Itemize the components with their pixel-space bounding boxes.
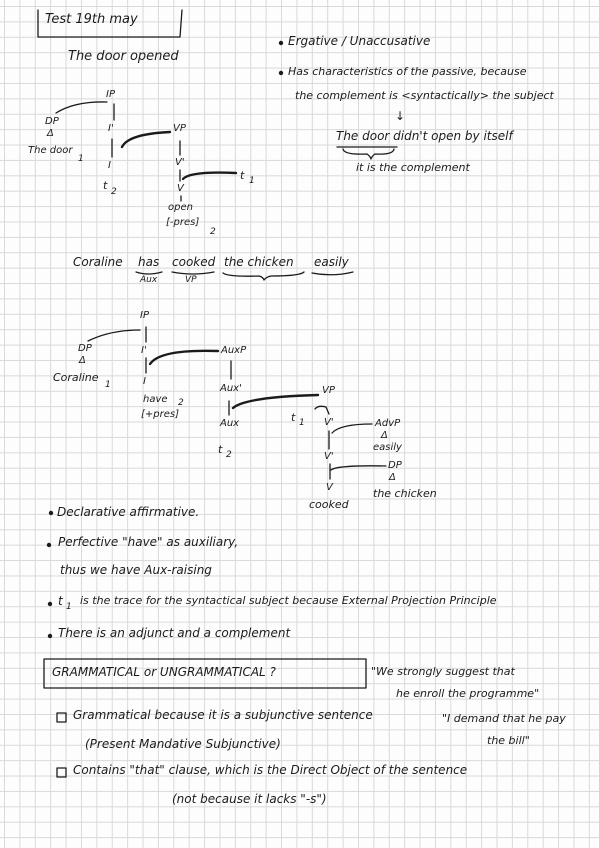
tree1-open-index: 2 — [210, 227, 216, 237]
tree2-vbar-upper: V' — [324, 417, 334, 428]
item2-line2: (not because it lacks "-s") — [172, 792, 327, 806]
bullet-adjunct: There is an adjunct and a complement — [58, 626, 291, 640]
tree2-vp: VP — [322, 385, 335, 396]
grammatical-box-title: GRAMMATICAL or UNGRAMMATICAL ? — [52, 665, 276, 679]
bullet-dot-4 — [47, 633, 53, 639]
sentence2-subject: Coraline — [73, 255, 123, 269]
bullet-dot-3 — [47, 601, 53, 607]
tree2-dp2: DP — [388, 460, 402, 471]
underline-the-chicken — [222, 271, 305, 281]
label-vp: VP — [185, 275, 197, 285]
tree1-vp: VP — [173, 123, 186, 134]
note-passive-line2: the complement is <syntactically> the su… — [295, 89, 554, 102]
item2-line1: Contains "that" clause, which is the Dir… — [73, 763, 468, 777]
tree2-the-chicken: the chicken — [373, 487, 437, 500]
bullet-perfective-line2: thus we have Aux-raising — [60, 563, 212, 577]
tree2-ibar: I' — [141, 345, 147, 356]
tree1-trace-1: t — [240, 169, 245, 182]
tree2-cooked: cooked — [309, 498, 349, 511]
underline-easily — [311, 271, 354, 276]
note-passive-line1: Has characteristics of the passive, beca… — [288, 65, 527, 78]
tree1-the-door: The door — [28, 145, 73, 156]
tree2-have-feature: [+pres] — [141, 409, 180, 420]
tree1-trace-2: t — [103, 179, 108, 192]
sentence2-the-chicken: the chicken — [224, 255, 294, 269]
quote2-line1: "I demand that he pay — [442, 712, 566, 725]
underline-has — [135, 271, 163, 275]
tree2-trace-2: t — [218, 443, 223, 456]
tree2-dp: DP — [78, 343, 92, 354]
tree2-dp-triangle: Δ — [79, 355, 86, 366]
item2-checkbox — [56, 767, 67, 778]
tree1-trace-2-index: 2 — [111, 187, 117, 197]
tree2-ip: IP — [140, 310, 149, 321]
tree1-dp-triangle: Δ — [47, 128, 54, 139]
sentence2-cooked: cooked — [172, 255, 216, 269]
sentence-the-door-opened: The door opened — [68, 49, 179, 64]
tree1-ip: IP — [106, 89, 115, 100]
quote1-line1: "We strongly suggest that — [371, 665, 515, 678]
quote1-line2: he enroll the programme" — [396, 687, 540, 700]
bullet-dot-1 — [48, 510, 54, 516]
tree2-have-index: 2 — [178, 398, 184, 408]
tree2-advp-triangle: Δ — [381, 430, 388, 441]
tree1-ibar: I' — [108, 123, 114, 134]
down-arrow-icon: ↓ — [395, 109, 406, 123]
tree2-easily: easily — [373, 442, 402, 453]
label-aux: Aux — [140, 275, 158, 285]
bullet-declarative: Declarative affirmative. — [57, 505, 200, 519]
tree1-vbar: V' — [175, 157, 185, 168]
note-ergative: Ergative / Unaccusative — [288, 34, 431, 48]
item1-line2: (Present Mandative Subjunctive) — [85, 737, 281, 751]
sentence2-easily: easily — [314, 255, 349, 269]
tree1-branch-dp — [55, 101, 108, 114]
tree2-i: I — [143, 376, 146, 387]
tree1-branch-trace — [181, 171, 238, 181]
bullet-dot-passive — [278, 70, 284, 76]
tree1-trace-1-index: 1 — [249, 176, 255, 186]
bullet-trace-text: is the trace for the syntactical subject… — [80, 594, 497, 607]
page-title: Test 19th may — [45, 12, 138, 27]
bullet-trace-t: t — [58, 594, 63, 608]
tree2-vbar-lower: V' — [324, 451, 334, 462]
tree1-i: I — [108, 160, 111, 171]
underline-cooked — [171, 271, 215, 275]
tree2-dp2-triangle: Δ — [389, 472, 396, 483]
tree2-trace-1: t — [291, 411, 296, 424]
item1-line1: Grammatical because it is a subjunctive … — [73, 708, 373, 722]
quote2-line2: the bill" — [487, 734, 530, 747]
note-complement: it is the complement — [356, 161, 470, 174]
tree2-trace-1-index: 1 — [299, 418, 305, 428]
tree2-auxbar: Aux' — [220, 383, 242, 394]
tree2-trace-2-index: 2 — [226, 450, 232, 460]
sentence2-has: has — [138, 255, 160, 269]
bullet-perfective-line1: Perfective "have" as auxiliary, — [58, 535, 239, 549]
tree1-the-door-index: 1 — [78, 154, 84, 164]
tree2-coraline-index: 1 — [105, 380, 111, 390]
tree2-coraline: Coraline — [53, 371, 99, 384]
tree1-v: V — [177, 183, 184, 194]
item1-checkbox — [56, 712, 67, 723]
tree2-v: V — [326, 482, 333, 493]
tree1-open: open — [168, 202, 193, 213]
bullet-trace-index: 1 — [66, 602, 72, 612]
tree1-open-feature: [-pres] — [166, 217, 200, 228]
tree1-branch-vp — [120, 130, 172, 149]
tree2-branch-vbar-upper — [314, 405, 330, 415]
tree2-branch-advp — [331, 423, 373, 434]
example-sentence: The door didn't open by itself — [336, 129, 513, 143]
tree2-branch-dp — [87, 329, 141, 342]
tree2-auxp: AuxP — [221, 345, 247, 356]
tree2-branch-vp — [231, 393, 320, 410]
tree2-branch-auxp — [148, 349, 220, 366]
bullet-dot-2 — [46, 542, 52, 548]
tree2-have: have — [143, 394, 168, 405]
bullet-dot-ergative — [278, 40, 284, 46]
tree2-branch-dp2 — [330, 465, 387, 471]
tree2-aux: Aux — [220, 418, 240, 429]
brace-the-door — [342, 148, 395, 160]
tree1-dp: DP — [45, 116, 59, 127]
tree2-advp: AdvP — [375, 418, 401, 429]
